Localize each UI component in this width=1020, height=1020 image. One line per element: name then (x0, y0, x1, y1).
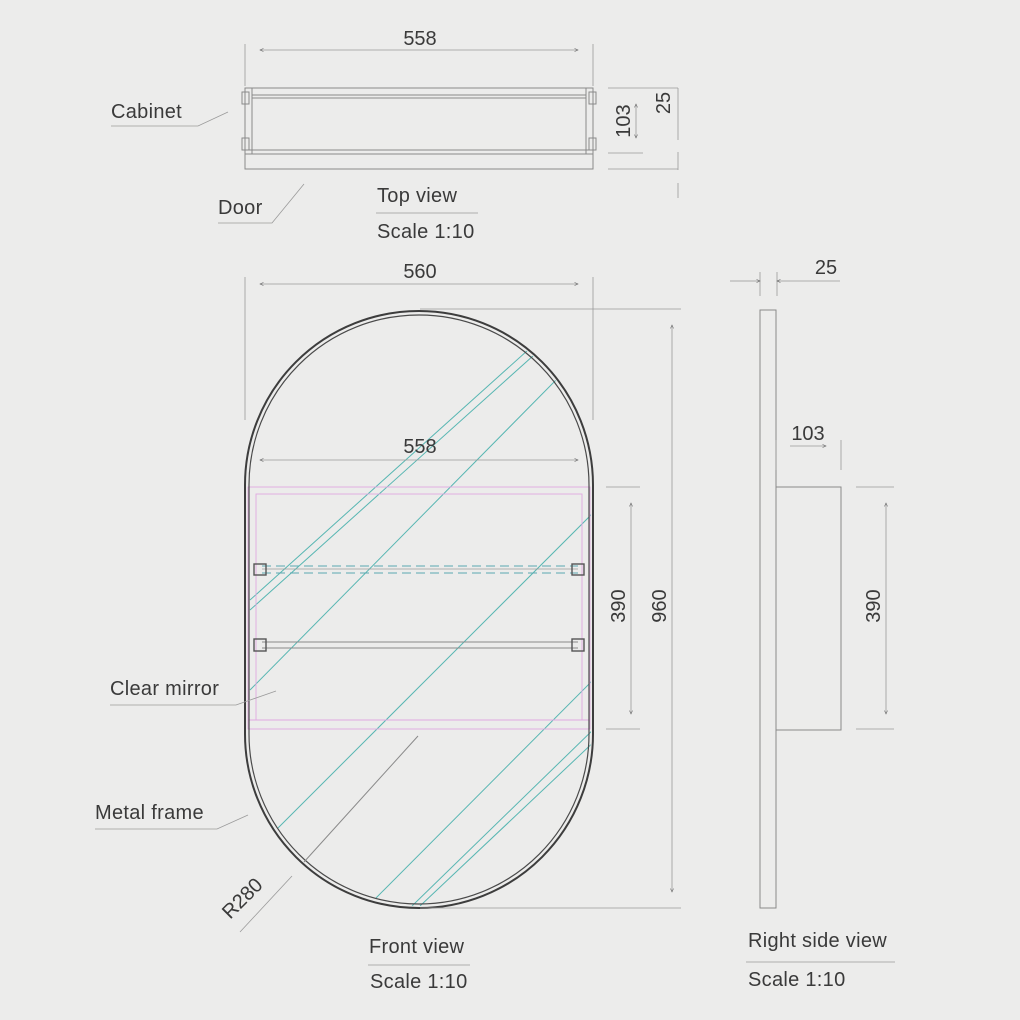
hidden-cabinet-outline (247, 486, 591, 730)
top-view-scale: Scale 1:10 (377, 221, 475, 243)
front-cabinet-height-label: 390 (608, 589, 630, 622)
front-view: 560 (95, 261, 681, 993)
front-overall-height-label: 960 (649, 589, 671, 622)
side-frame-profile (759, 309, 777, 909)
front-view-title: Front view (369, 936, 465, 958)
radius-label: R280 (218, 874, 267, 923)
top-door-thickness-label: 25 (653, 92, 675, 114)
top-width-label: 558 (403, 28, 436, 50)
callout-clear-mirror: Clear mirror (110, 678, 219, 700)
front-inner-width-label: 558 (403, 436, 436, 458)
front-outer-width-label: 560 (403, 261, 436, 283)
callout-metal-frame: Metal frame (95, 802, 204, 824)
glass-shelf-upper (253, 563, 585, 576)
side-view-title: Right side view (748, 930, 887, 952)
top-door (244, 153, 594, 170)
front-view-scale: Scale 1:10 (370, 971, 468, 993)
mirror-reflection-hatch (249, 349, 591, 906)
callout-door: Door (218, 197, 263, 219)
glass-shelf-lower (253, 638, 585, 652)
side-cabinet-height-label: 390 (863, 589, 885, 622)
callout-cabinet: Cabinet (111, 101, 182, 123)
top-cabinet-body (241, 87, 597, 155)
side-cabinet-depth-label: 103 (791, 423, 824, 445)
metal-frame-outer (244, 310, 594, 909)
side-cabinet-profile (775, 486, 842, 731)
top-view: 558 103 25 Cabinet Door (111, 28, 679, 243)
top-view-title: Top view (377, 185, 457, 207)
top-depth-label: 103 (613, 104, 635, 137)
metal-frame-inner (248, 314, 590, 905)
side-view: 25 103 390 Right side view Scale 1:10 (730, 257, 895, 991)
side-frame-depth-label: 25 (815, 257, 837, 279)
side-view-scale: Scale 1:10 (748, 969, 846, 991)
